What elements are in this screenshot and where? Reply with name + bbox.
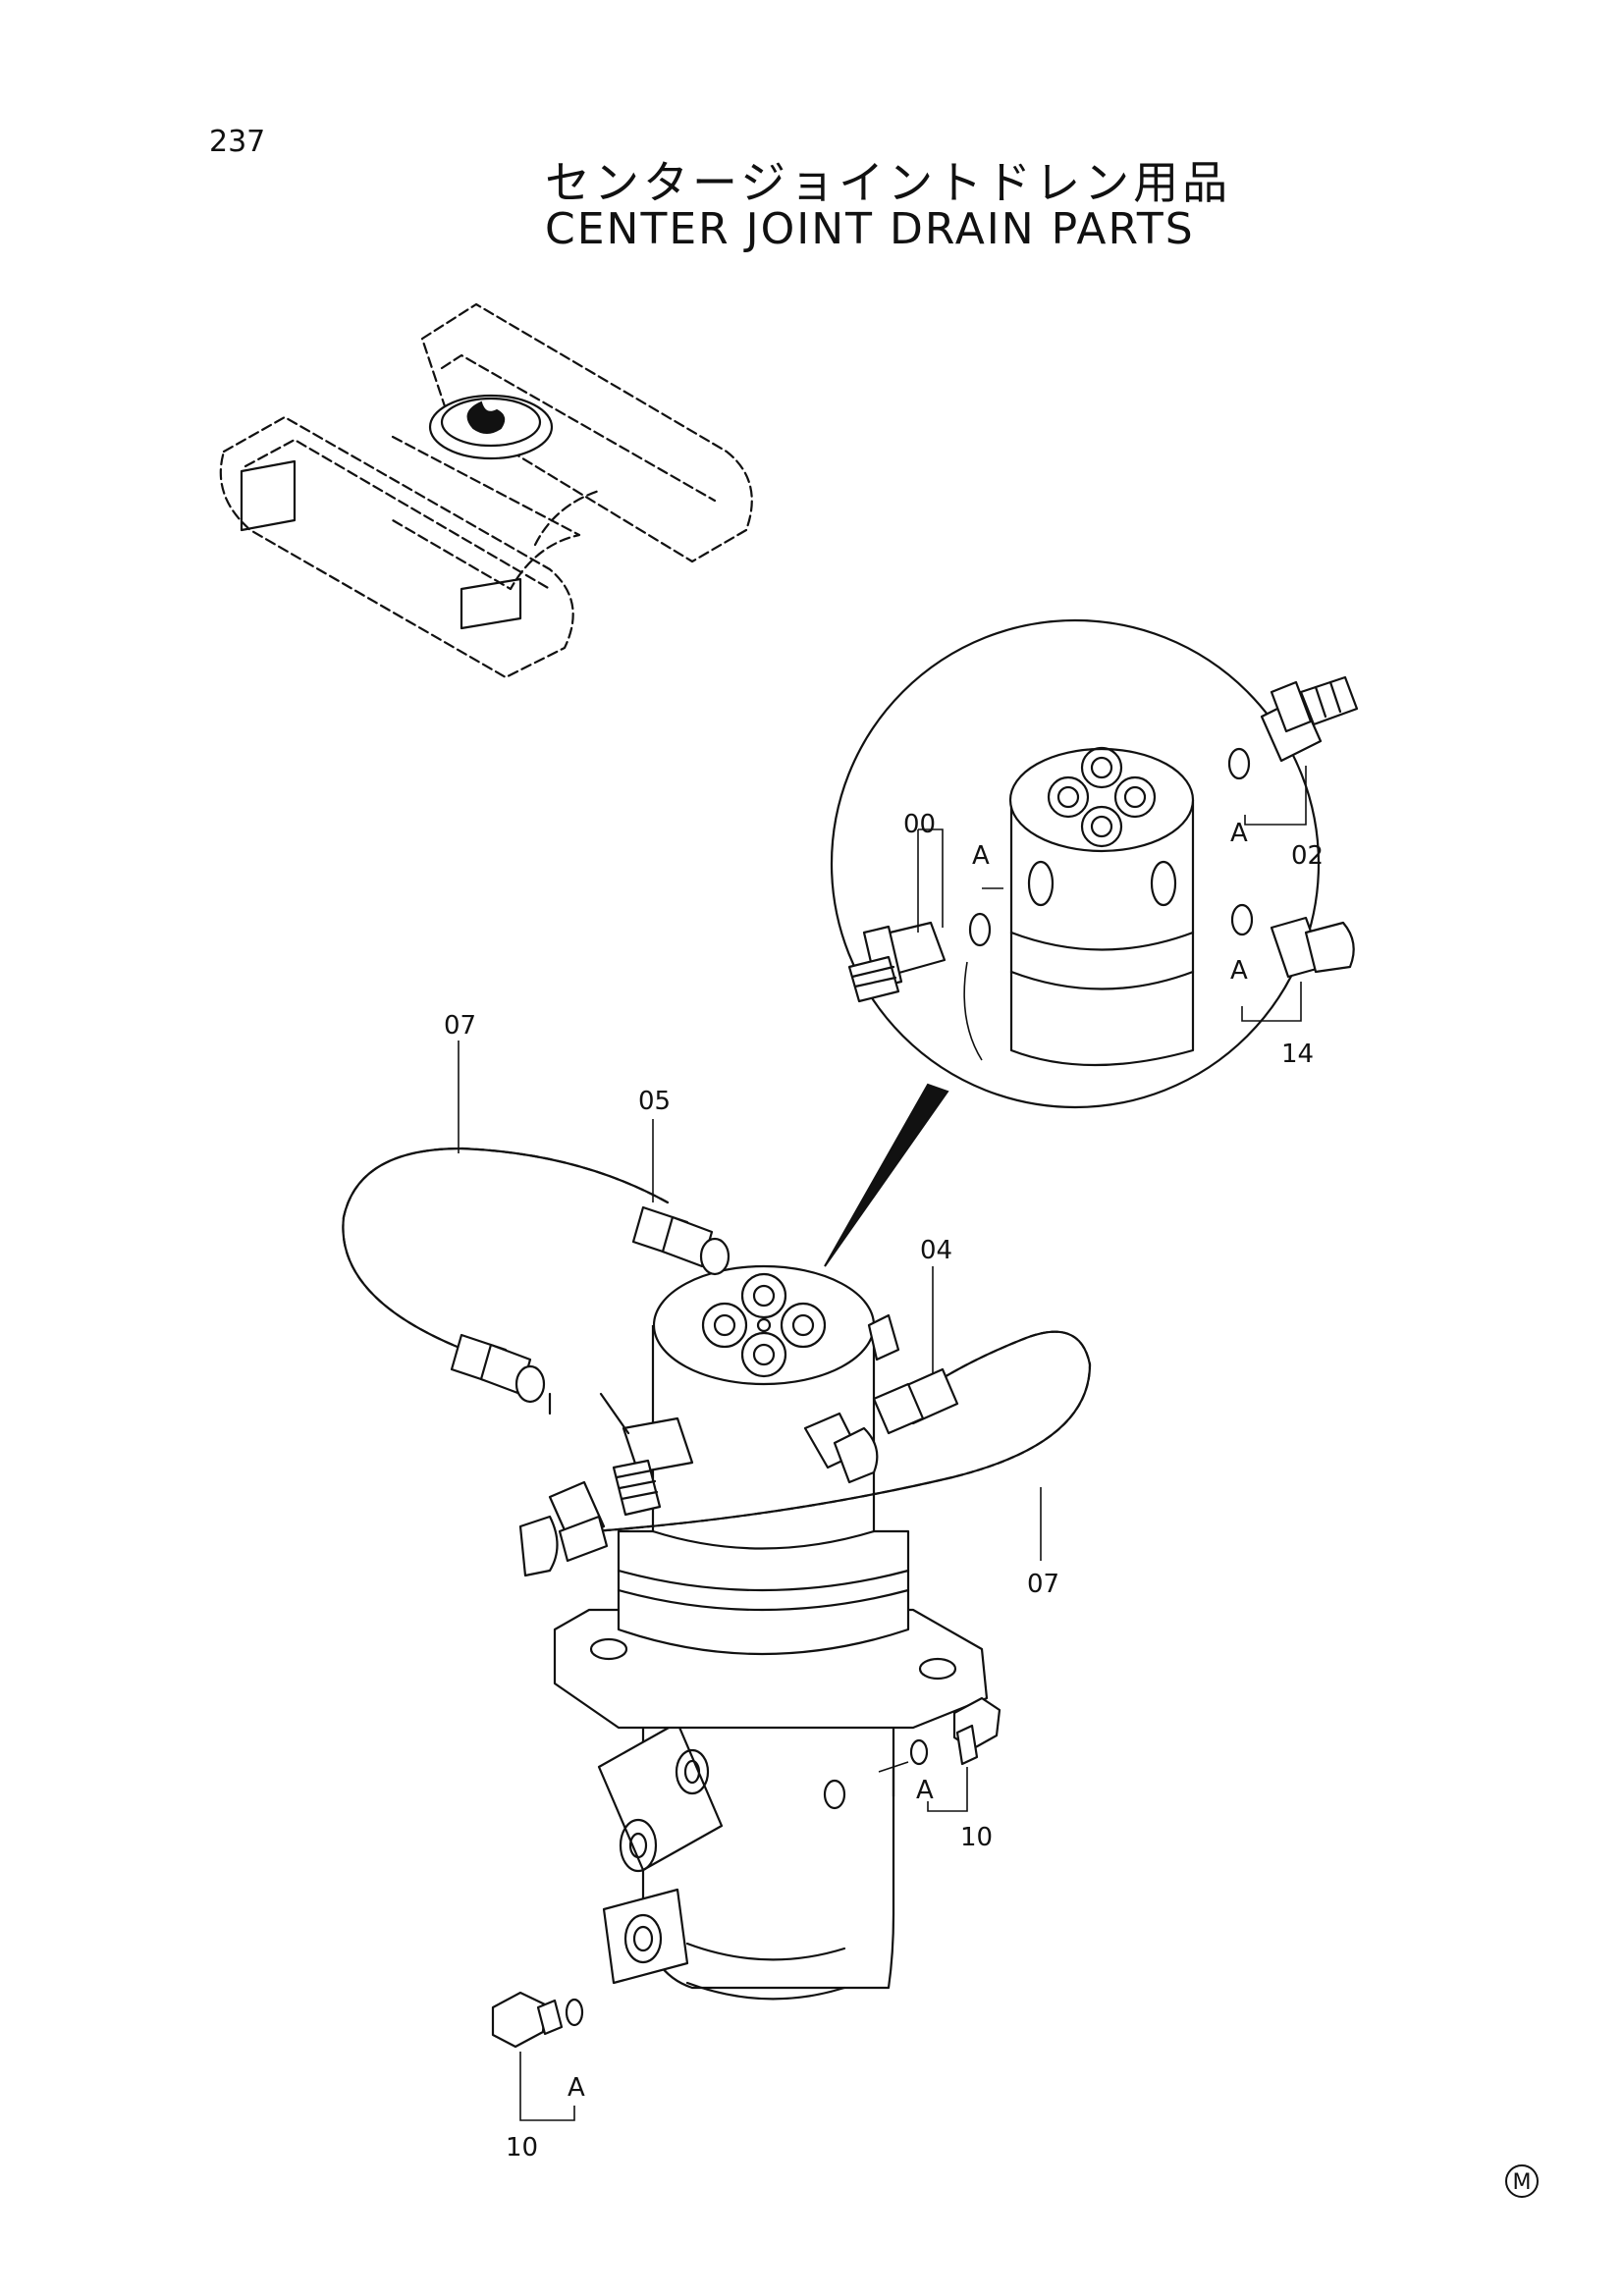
- manufacturer-mark: M: [1505, 2164, 1539, 2198]
- callout-10-left: 10: [506, 2133, 538, 2163]
- page-title-english: CENTER JOINT DRAIN PARTS: [545, 204, 1195, 254]
- plug-10-left: [491, 1991, 584, 2121]
- fitting-14-detail: [1230, 903, 1355, 979]
- hose-07-left: [342, 1147, 730, 1435]
- undercarriage-overview: [219, 302, 753, 679]
- fitting-00-detail: [847, 912, 992, 1003]
- detail-magnifier: [824, 618, 1359, 1267]
- oring-label-a: A: [916, 1776, 934, 1805]
- callout-07-right: 07: [1027, 1570, 1059, 1599]
- oring-label-a: A: [1230, 956, 1248, 986]
- plug-10-right: [878, 1696, 1001, 1812]
- page-title-japanese: センタージョイントドレン用品: [545, 156, 1232, 209]
- callout-14: 14: [1281, 1040, 1314, 1069]
- oring-label-a: A: [1230, 819, 1248, 848]
- callout-10-right: 10: [960, 1823, 993, 1852]
- callout-02: 02: [1291, 841, 1324, 871]
- fitting-02-detail: [1227, 675, 1359, 780]
- oring-label-a: A: [568, 2073, 585, 2103]
- callout-05: 05: [638, 1087, 671, 1116]
- center-joint-assembly: [518, 1264, 989, 2001]
- hose-07-right: [558, 1330, 1092, 1563]
- page-number: 237: [209, 125, 266, 159]
- oring-label-a: A: [972, 841, 990, 871]
- callout-04: 04: [920, 1236, 952, 1265]
- callout-07-left: 07: [444, 1011, 476, 1041]
- callout-00: 00: [903, 810, 936, 839]
